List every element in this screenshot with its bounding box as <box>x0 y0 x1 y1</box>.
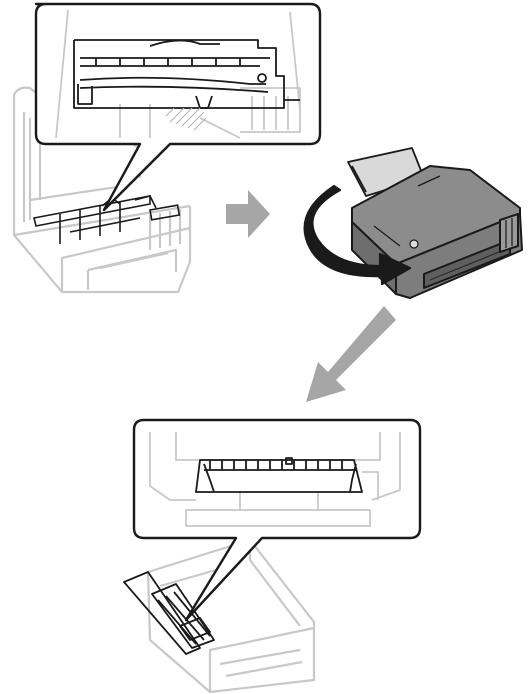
arrow-down-left-icon <box>306 306 396 402</box>
arrow-right-icon <box>226 190 270 238</box>
side-printer-rear-mechanism <box>123 571 215 655</box>
zoom-callout-1-hatch <box>165 107 207 131</box>
zoom-callout-2-detail <box>149 432 401 527</box>
step-1-open-printer <box>12 2 322 294</box>
zoom-callout-2 <box>132 418 422 622</box>
step-2-rotate-printer <box>303 147 523 299</box>
zoom-callout-1 <box>34 2 322 212</box>
rotate-arrow-icon <box>303 184 412 286</box>
step-3-printer-on-side <box>123 418 422 694</box>
zoom-callout-1-detail <box>55 9 301 139</box>
